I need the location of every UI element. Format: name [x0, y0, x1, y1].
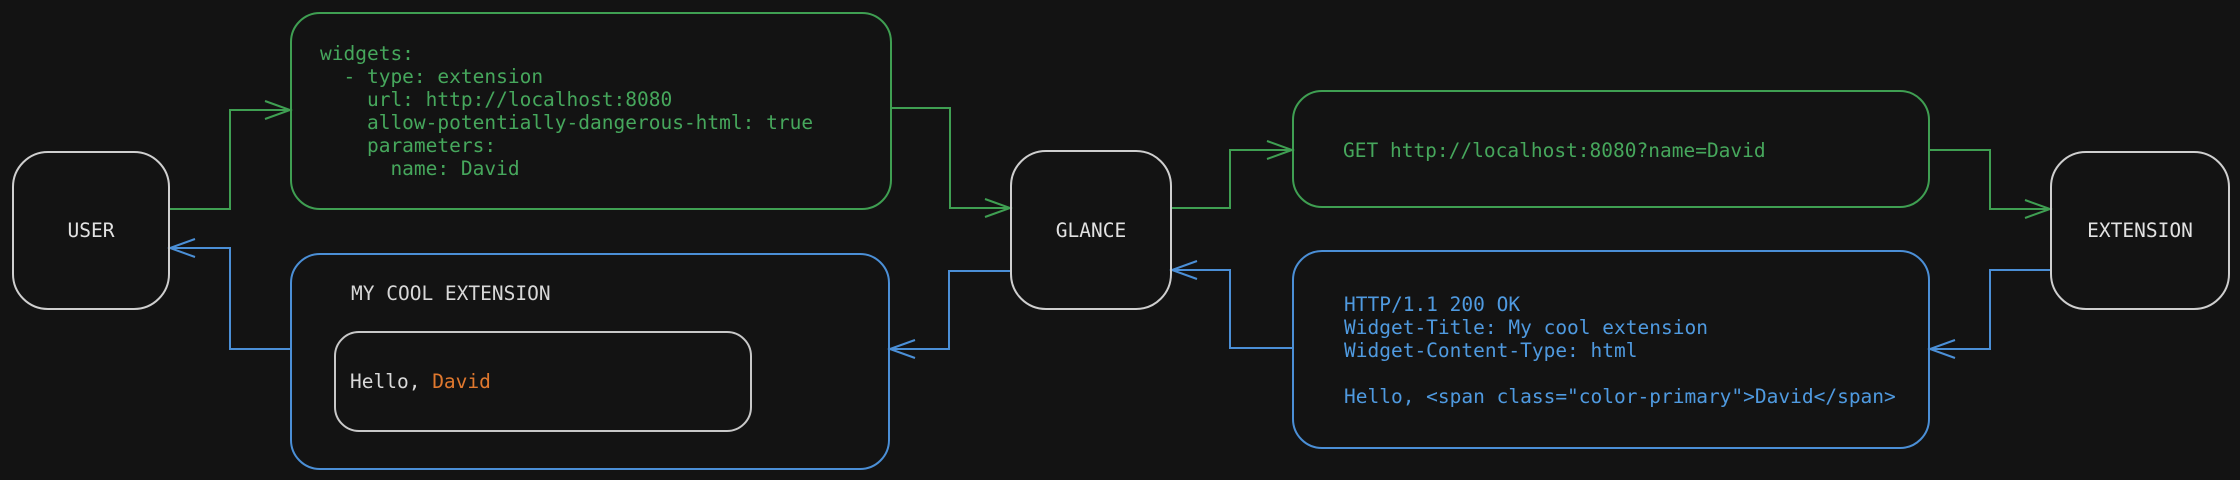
arrowhead-extension-to-response	[1927, 339, 1956, 359]
arrowhead-user-to-config	[264, 100, 293, 120]
widget-preview-title: MY COOL EXTENSION	[351, 282, 551, 305]
widget-rendered-output-box: Hello, David	[334, 331, 752, 432]
extension-node: EXTENSION	[2050, 151, 2230, 310]
greeting-text: Hello, David	[336, 370, 491, 393]
arrowhead-response-to-glance	[1169, 260, 1198, 280]
config-yaml-box: widgets: - type: extension url: http://l…	[290, 12, 892, 210]
arrowhead-glance-to-request	[1266, 140, 1295, 160]
glance-node-label: GLANCE	[1055, 218, 1127, 242]
arrowhead-request-to-extension	[2024, 199, 2053, 219]
edge-request-to-extension	[1930, 149, 2050, 210]
http-response-code: HTTP/1.1 200 OK Widget-Title: My cool ex…	[1344, 293, 1896, 408]
widget-preview-box: MY COOL EXTENSION Hello, David	[290, 253, 890, 470]
edge-glance-to-request	[1172, 149, 1292, 209]
user-node-label: USER	[67, 219, 115, 242]
edge-user-to-config	[170, 109, 290, 210]
edge-glance-to-widget	[890, 270, 1010, 350]
config-yaml-code: widgets: - type: extension url: http://l…	[320, 42, 814, 180]
user-node: USER	[12, 151, 170, 310]
arrowhead-glance-to-widget	[887, 339, 916, 359]
edge-extension-to-response	[1930, 269, 2050, 350]
greeting-name: David	[432, 370, 491, 393]
http-response-box: HTTP/1.1 200 OK Widget-Title: My cool ex…	[1292, 250, 1930, 449]
edge-widget-to-user	[170, 247, 290, 350]
arrowhead-config-to-glance	[984, 198, 1013, 218]
http-request-code: GET http://localhost:8080?name=David	[1343, 139, 1766, 162]
edge-response-to-glance	[1172, 269, 1292, 349]
edge-config-to-glance	[892, 107, 1010, 209]
arrowhead-widget-to-user	[167, 238, 196, 258]
extension-node-label: EXTENSION	[2087, 219, 2193, 242]
http-request-box: GET http://localhost:8080?name=David	[1292, 90, 1930, 208]
greeting-prefix: Hello,	[350, 370, 433, 393]
glance-node: GLANCE	[1010, 150, 1172, 310]
